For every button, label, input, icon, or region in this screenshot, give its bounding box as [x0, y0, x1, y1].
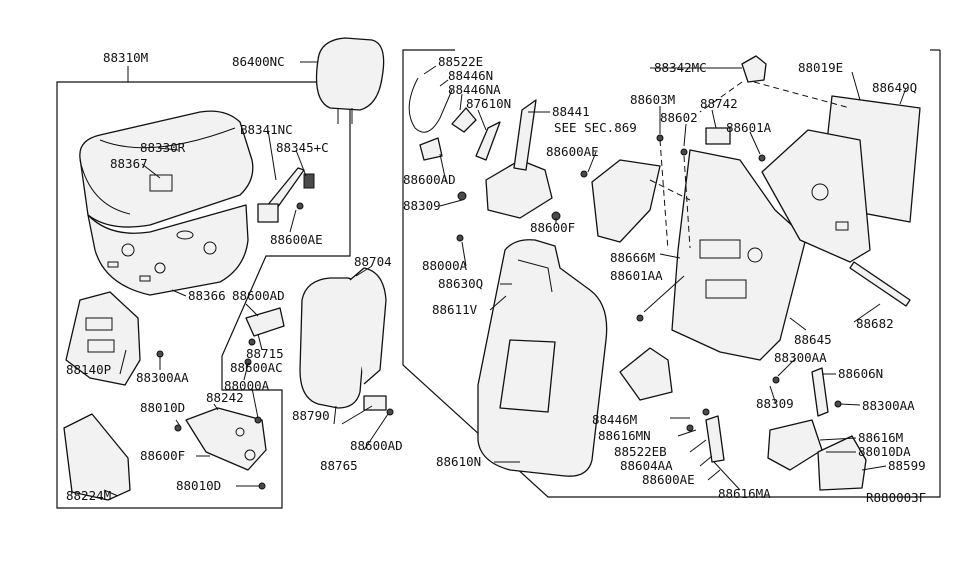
seatback-cover-88666M: [591, 159, 661, 243]
label-88342MC: 88342MC: [654, 60, 707, 75]
label-88616MA: 88616MA: [718, 486, 771, 501]
bracket-88616MA: [705, 415, 725, 463]
label-88601AA: 88601AA: [610, 268, 663, 283]
part-labels: 88310M 86400NC 88330R 88367 B8341NC 8834…: [66, 50, 926, 505]
bracket-88446M: [619, 347, 673, 401]
label-88000A-b: 88000A: [422, 258, 468, 273]
label-88602: 88602: [660, 110, 698, 125]
bolts: [156, 134, 842, 490]
bracket-88140P: [65, 291, 141, 386]
headrest: [315, 37, 385, 111]
label-88367: 88367: [110, 156, 148, 171]
label-88790: 88790: [292, 408, 330, 423]
label-88224M: 88224M: [66, 488, 111, 503]
label-88611V: 88611V: [432, 302, 478, 317]
label-88616MN: 88616MN: [598, 428, 651, 443]
label-87610N: 87610N: [466, 96, 511, 111]
seat-cushion-assembly: [63, 37, 387, 501]
label-88366: 88366: [188, 288, 226, 303]
seat-cushion-box: [56, 81, 351, 509]
label-88019E: 88019E: [798, 60, 843, 75]
seatback-frame-88645: [671, 149, 807, 361]
label-88300AA-a: 88300AA: [136, 370, 189, 385]
label-88606N: 88606N: [838, 366, 883, 381]
label-see-sec: SEE SEC.869: [554, 120, 637, 135]
strip-88682: [849, 261, 911, 307]
label-88600F-a: 88600F: [140, 448, 185, 463]
diagram-reference: R880003F: [866, 490, 926, 505]
label-88522E: 88522E: [438, 54, 483, 69]
label-88345C: 88345+C: [276, 140, 329, 155]
board-88019E: [761, 129, 871, 263]
label-88446N: 88446N: [448, 68, 493, 83]
label-88603M: 88603M: [630, 92, 675, 107]
seat-cushion-pad: [79, 110, 254, 228]
seatback-assembly: [156, 55, 921, 491]
label-88600AD-c: 88600AD: [403, 172, 456, 187]
label-88610N: 88610N: [436, 454, 481, 469]
label-88010D-b: 88010D: [176, 478, 221, 493]
clip-88715: [245, 307, 285, 337]
label-88242: 88242: [206, 390, 244, 405]
label-88600AE-b: 88600AE: [546, 144, 599, 159]
latch-88616M: [767, 419, 823, 471]
label-88666M: 88666M: [610, 250, 655, 265]
label-88630Q: 88630Q: [438, 276, 483, 291]
side-pad-back: [349, 267, 387, 385]
bracket-88242: [185, 407, 267, 471]
leader-lines: [103, 61, 907, 497]
label-88601A: 88601A: [726, 120, 772, 135]
label-88010DA: 88010DA: [858, 444, 911, 459]
label-88330R: 88330R: [140, 140, 186, 155]
label-88742: 88742: [700, 96, 738, 111]
side-pad-88790: [299, 277, 367, 409]
label-88522EB: 88522EB: [614, 444, 667, 459]
group-boxes: [56, 49, 941, 509]
label-88649Q: 88649Q: [872, 80, 917, 95]
label-88300AA-c: 88300AA: [862, 398, 915, 413]
label-88616M: 88616M: [858, 430, 903, 445]
label-88600AE-c: 88600AE: [642, 472, 695, 487]
bracket-88606N: [811, 367, 829, 417]
label-88010D-a: 88010D: [140, 400, 185, 415]
seat-cushion-frame: [87, 204, 249, 296]
label-88715: 88715: [246, 346, 284, 361]
seatback-box: [402, 49, 941, 498]
part-88742: [705, 127, 731, 145]
label-88300AA-b: 88300AA: [774, 350, 827, 365]
label-88446NA: 88446NA: [448, 82, 501, 97]
label-88309-a: 88309: [403, 198, 441, 213]
label-88310M: 88310M: [103, 50, 148, 65]
guide-lines: [649, 81, 851, 251]
label-88000A-a: 88000A: [224, 378, 270, 393]
label-88599: 88599: [888, 458, 926, 473]
label-88341NC: B8341NC: [240, 122, 293, 137]
label-88600AE-a: 88600AE: [270, 232, 323, 247]
label-88441: 88441: [552, 104, 590, 119]
label-88600F-b: 88600F: [530, 220, 575, 235]
strap-88446N: [408, 77, 453, 133]
label-88645: 88645: [794, 332, 832, 347]
label-patch-88367: [149, 174, 173, 192]
label-88704: 88704: [354, 254, 392, 269]
label-88682: 88682: [856, 316, 894, 331]
label-88600AC: 88600AC: [230, 360, 283, 375]
label-88765: 88765: [320, 458, 358, 473]
label-88604AA: 88604AA: [620, 458, 673, 473]
cover-88224M: [63, 413, 131, 501]
label-88600AD-b: 88600AD: [350, 438, 403, 453]
label-88140P: 88140P: [66, 362, 111, 377]
label-88446M: 88446M: [592, 412, 637, 427]
label-86400NC: 86400NC: [232, 54, 285, 69]
label-88309-b: 88309: [756, 396, 794, 411]
label-88600AD-a: 88600AD: [232, 288, 285, 303]
guide-88342MC: [741, 55, 767, 83]
